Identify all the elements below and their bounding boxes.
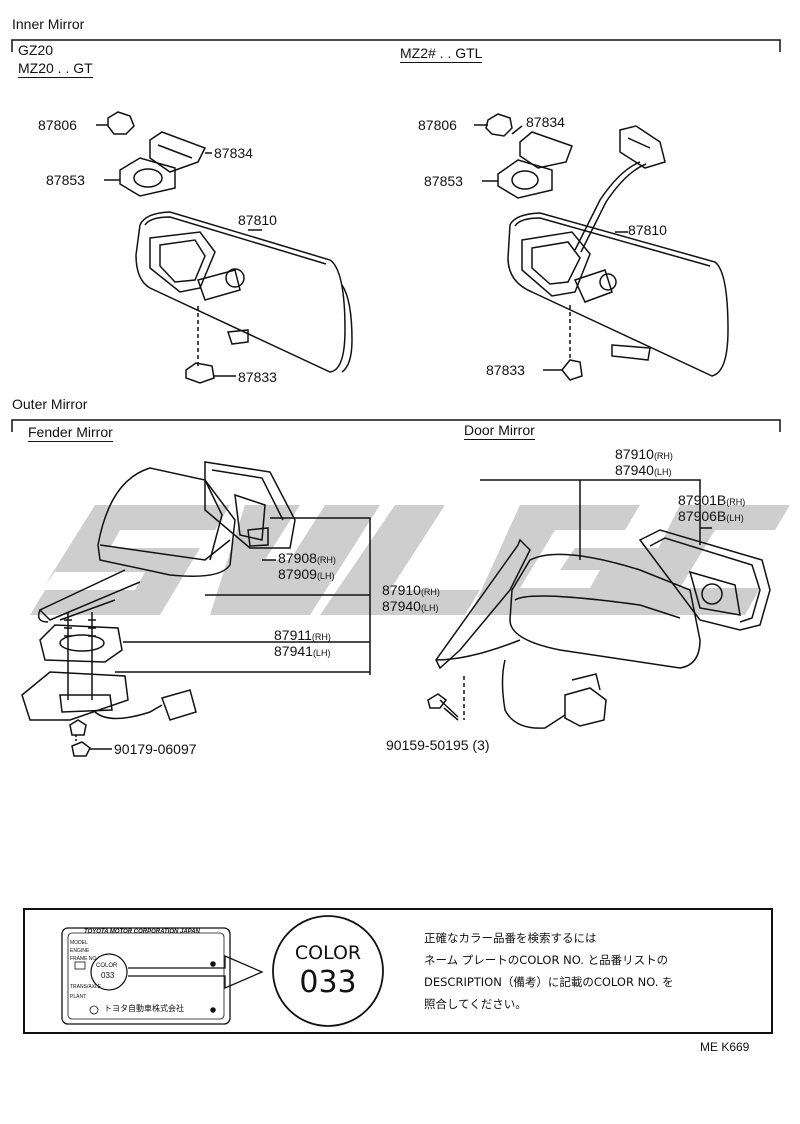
part-87853-right: 87853: [424, 173, 463, 189]
part-87806-left: 87806: [38, 117, 77, 133]
plate-field-plant: PLANT: [70, 994, 87, 1000]
plate-color-label: COLOR: [96, 963, 118, 969]
reference-code: ME K669: [700, 1040, 750, 1054]
part-87940-lh-door: 87940(LH): [615, 462, 672, 478]
plate-company: TOYOTA MOTOR CORPORATION JAPAN: [84, 929, 200, 935]
plate-field-frame: FRAME NO.: [70, 956, 98, 962]
section-inner-mirror: Inner Mirror: [12, 16, 85, 32]
model-left-line1: GZ20: [18, 42, 54, 58]
part-87911-rh: 87911(RH): [274, 627, 331, 643]
part-87906b-lh: 87906B(LH): [678, 508, 744, 524]
model-right: MZ2# . . GTL: [400, 45, 483, 63]
note-line-4: 照合してください。: [424, 997, 527, 1011]
part-87909-lh: 87909(LH): [278, 566, 335, 582]
plate-field-engine: ENGINE: [70, 948, 90, 954]
note-line-2: ネーム プレートのCOLOR NO. と品番リストの: [424, 953, 669, 967]
part-87940-lh-fender: 87940(LH): [382, 598, 439, 614]
name-plate: [61, 927, 231, 1025]
part-87810-right: 87810: [628, 222, 667, 238]
section-outer-mirror: Outer Mirror: [12, 396, 88, 412]
arrow-to-color: [128, 955, 264, 989]
fender-mirror-drawing: [21, 461, 371, 757]
part-87833-right: 87833: [486, 362, 525, 378]
part-87901b-rh: 87901B(RH): [678, 492, 746, 508]
part-87834-left: 87834: [214, 145, 253, 161]
part-87834-right: 87834: [526, 114, 565, 130]
part-87910-rh-fender: 87910(RH): [382, 582, 440, 598]
inner-mirror-left-drawing: [96, 111, 353, 384]
part-87941-lh: 87941(LH): [274, 643, 331, 659]
outer-mirror-bracket: [11, 419, 781, 432]
plate-color-code: 033: [101, 971, 115, 980]
part-87908-rh: 87908(RH): [278, 550, 336, 566]
color-circle: [272, 915, 384, 1027]
part-90179-06097: 90179-06097: [114, 741, 197, 757]
part-87853-left: 87853: [46, 172, 85, 188]
part-87810-left: 87810: [238, 212, 277, 228]
model-left-line2: MZ20 . . GT: [18, 60, 93, 78]
part-87806-right: 87806: [418, 117, 457, 133]
inner-mirror-bracket: [11, 39, 781, 52]
color-callout-label: COLOR: [294, 942, 362, 964]
note-box: [23, 908, 773, 1034]
door-mirror-drawing: [427, 479, 771, 729]
section-door-mirror: Door Mirror: [464, 422, 535, 440]
part-87910-rh-door: 87910(RH): [615, 446, 673, 462]
note-line-1: 正確なカラー品番を検索するには: [424, 931, 597, 945]
plate-field-trans: TRANS/AXLE: [70, 984, 102, 990]
color-callout-code: 033: [299, 965, 357, 1000]
section-fender-mirror: Fender Mirror: [28, 424, 113, 442]
part-90159-50195: 90159-50195 (3): [386, 737, 490, 753]
plate-maker: トヨタ自動車株式会社: [104, 1004, 184, 1013]
inner-mirror-right-drawing: [474, 113, 729, 381]
note-line-3: DESCRIPTION（備考）に記載のCOLOR NO. を: [424, 975, 674, 989]
plate-field-model: MODEL: [70, 940, 88, 946]
part-87833-left: 87833: [238, 369, 277, 385]
